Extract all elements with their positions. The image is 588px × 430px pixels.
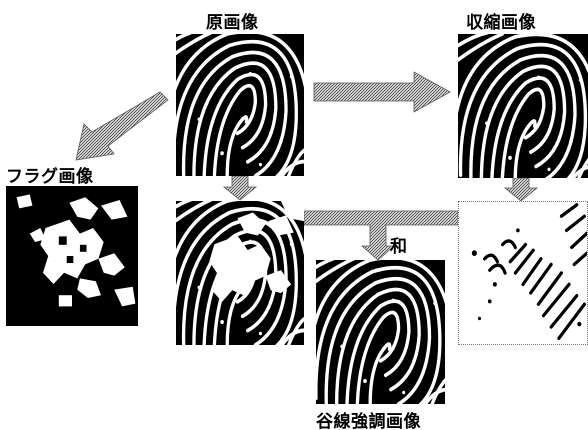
masked-fingerprint-image — [176, 201, 304, 345]
shrunk-fingerprint-image — [458, 34, 588, 178]
arrow-original-down — [222, 175, 258, 201]
flag-image — [6, 186, 138, 326]
label-shrunk-image: 収縮画像 — [466, 13, 536, 33]
valley-enhanced-image — [316, 260, 445, 404]
arrow-sum-merge — [303, 210, 459, 261]
sparse-shrunk-image — [458, 201, 588, 345]
arrow-shrunk-down — [503, 177, 539, 202]
arrow-to-shrunk — [313, 71, 451, 113]
arrow-to-flag — [75, 91, 169, 161]
label-valley-enhanced-image: 谷線強調画像 — [316, 412, 421, 430]
label-flag-image: フラグ画像 — [6, 167, 94, 187]
label-sum: 和 — [390, 237, 408, 257]
original-fingerprint-image — [176, 34, 304, 176]
label-original-image: 原画像 — [206, 13, 259, 33]
